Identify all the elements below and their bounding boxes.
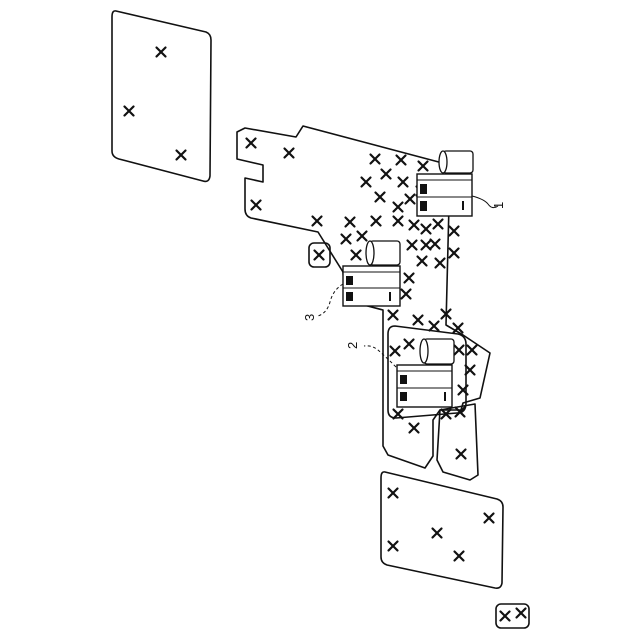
cross-marker xyxy=(422,225,431,234)
cross-marker xyxy=(466,366,475,375)
cross-marker xyxy=(376,193,385,202)
cross-marker xyxy=(313,217,322,226)
cross-marker xyxy=(399,178,408,187)
cross-marker xyxy=(455,346,464,355)
cross-marker xyxy=(485,514,494,523)
cross-marker xyxy=(410,424,419,433)
zone-top-left xyxy=(112,11,211,182)
cross-marker xyxy=(177,151,186,160)
zone-bottom xyxy=(381,472,503,588)
cross-marker xyxy=(450,249,459,258)
cross-marker xyxy=(342,235,351,244)
cross-marker xyxy=(419,162,428,171)
cross-marker xyxy=(414,316,423,325)
device-unit-1 xyxy=(417,151,473,216)
callout-label-2: 2 xyxy=(345,342,360,349)
callout-label-1: 1 xyxy=(491,202,506,209)
leader-line-3 xyxy=(318,284,343,316)
cross-marker xyxy=(450,227,459,236)
cross-marker xyxy=(371,155,380,164)
callout-label-3: 3 xyxy=(302,314,317,321)
cross-marker xyxy=(434,220,443,229)
cross-marker xyxy=(389,311,398,320)
cross-marker xyxy=(405,274,414,283)
cross-marker xyxy=(406,195,415,204)
cross-marker xyxy=(405,340,414,349)
cross-marker xyxy=(468,346,477,355)
zone-outlines xyxy=(112,11,529,628)
cross-marker xyxy=(389,489,398,498)
leader-line-2 xyxy=(364,346,396,367)
cross-marker xyxy=(433,529,442,538)
cross-marker xyxy=(352,251,361,260)
cross-marker xyxy=(389,542,398,551)
cross-marker xyxy=(436,259,445,268)
cross-marker xyxy=(382,170,391,179)
cross-marker xyxy=(315,251,324,260)
cross-marker xyxy=(430,322,439,331)
cross-marker xyxy=(397,156,406,165)
cross-marker xyxy=(422,241,431,250)
cross-marker xyxy=(418,257,427,266)
cross-marker xyxy=(157,48,166,57)
cross-marker xyxy=(247,139,256,148)
cross-marker xyxy=(455,552,464,561)
cross-marker xyxy=(125,107,134,116)
cross-marker xyxy=(457,450,466,459)
cross-marker xyxy=(252,201,261,210)
cross-marker xyxy=(391,347,400,356)
cross-marker xyxy=(517,609,526,618)
cross-marker xyxy=(372,217,381,226)
cross-marker xyxy=(362,178,371,187)
cross-marker xyxy=(358,232,367,241)
cross-marker xyxy=(346,218,355,227)
cross-marker xyxy=(501,612,510,621)
cross-markers xyxy=(125,48,526,621)
cross-marker xyxy=(402,290,411,299)
cross-marker xyxy=(410,221,419,230)
cross-marker xyxy=(394,217,403,226)
device-unit-2 xyxy=(397,339,454,407)
cross-marker xyxy=(394,203,403,212)
cross-marker xyxy=(285,149,294,158)
cross-marker xyxy=(431,240,440,249)
cross-marker xyxy=(408,241,417,250)
